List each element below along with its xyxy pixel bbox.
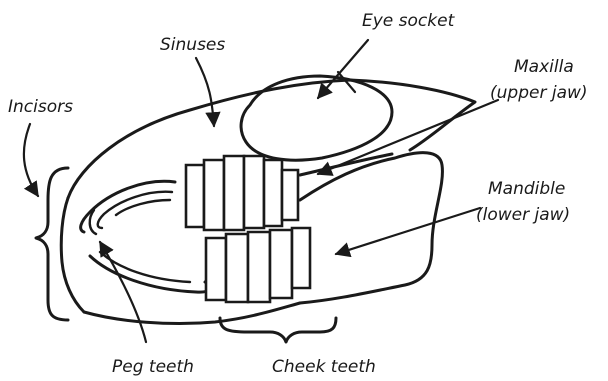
maxilla-ridge	[300, 154, 392, 175]
incisors-bracket	[36, 168, 68, 320]
lower-cheek-tooth-1	[206, 238, 226, 300]
upper-cheek-tooth-5	[264, 160, 282, 226]
eye-socket-tick	[338, 72, 355, 92]
lower-cheek-teeth	[206, 228, 310, 302]
mandible-arrow	[336, 208, 480, 254]
upper-cheek-tooth-4	[244, 156, 264, 228]
lower-cheek-tooth-2	[226, 234, 248, 302]
mandible-label: Mandible	[488, 179, 565, 199]
peg-tooth	[90, 210, 96, 234]
mandible-bottom	[84, 303, 300, 324]
lower-cheek-tooth-5	[292, 228, 310, 288]
upper-incisors	[81, 181, 175, 232]
sinuses-label: Sinuses	[160, 35, 225, 55]
incisors-label: Incisors	[8, 97, 73, 117]
maxilla-arrow	[318, 100, 498, 174]
lower-cheek-tooth-3	[248, 232, 270, 302]
upper-cheek-tooth-3	[224, 156, 244, 230]
upper-cheek-tooth-2	[204, 160, 224, 230]
eye-socket-label: Eye socket	[362, 11, 456, 31]
upper-cheek-tooth-6	[282, 170, 298, 220]
cheek-teeth-label: Cheek teeth	[272, 357, 376, 377]
incisors-arrow	[24, 124, 38, 196]
eye-socket-arrow	[318, 40, 368, 98]
cheek-teeth-bracket	[220, 318, 336, 342]
maxilla-sub-label: (upper jaw)	[490, 83, 588, 103]
maxilla-label: Maxilla	[514, 57, 574, 77]
lower-incisor-1	[90, 256, 210, 292]
upper-incisor-1	[81, 181, 175, 232]
upper-cheek-teeth	[186, 156, 298, 230]
snout-outline	[61, 198, 84, 312]
eye-socket-outline	[241, 76, 392, 160]
upper-cheek-tooth-1	[186, 165, 204, 227]
peg-teeth-label: Peg teeth	[112, 357, 194, 377]
mandible-sub-label: (lower jaw)	[476, 205, 570, 225]
sinuses-arrow	[196, 58, 214, 126]
lower-cheek-tooth-4	[270, 230, 292, 298]
